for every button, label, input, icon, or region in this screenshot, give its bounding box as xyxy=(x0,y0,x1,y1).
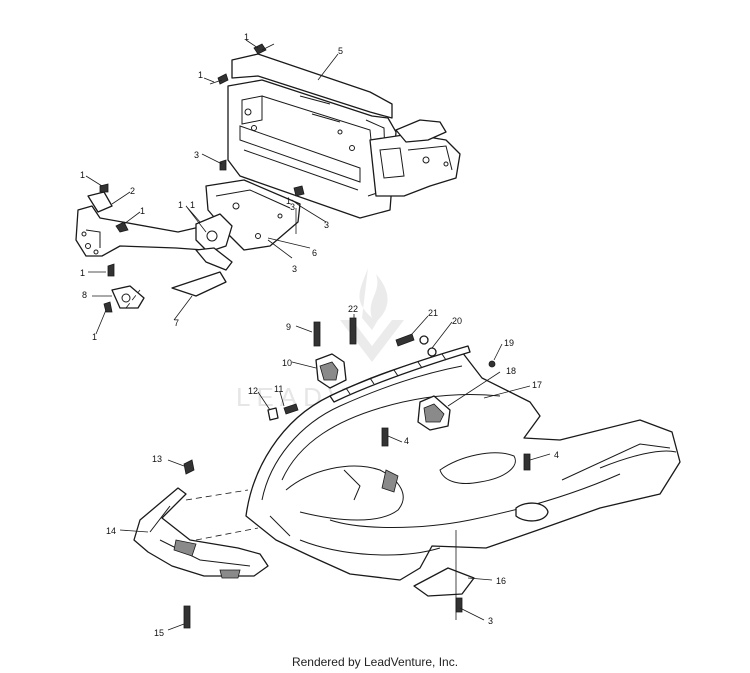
callout-label: 2 xyxy=(130,186,135,196)
callout-label: 10 xyxy=(282,358,292,368)
callout-label: 1 xyxy=(80,268,85,278)
bracket-18 xyxy=(417,395,451,431)
fasteners xyxy=(99,43,531,629)
support-bracket xyxy=(75,191,233,309)
bracket-10 xyxy=(315,353,347,389)
callout-label: 16 xyxy=(496,576,506,586)
callout-label: 1 xyxy=(198,70,203,80)
callout-label: 21 xyxy=(428,308,438,318)
callout-label: 15 xyxy=(154,628,164,638)
trim-strip xyxy=(329,345,471,403)
callout-label: 13 xyxy=(152,454,162,464)
callout-label: 20 xyxy=(452,316,462,326)
callout-label: 1 xyxy=(244,32,249,42)
callout-label: 3 xyxy=(292,264,297,274)
callout-label: 17 xyxy=(532,380,542,390)
footer-credit: Rendered by LeadVenture, Inc. xyxy=(291,655,459,669)
callout-label: 1 xyxy=(140,206,145,216)
skid-plate xyxy=(413,567,475,597)
front-bumper xyxy=(133,487,269,579)
frame-bulkhead xyxy=(227,53,461,219)
callout-labels: 1 1 1 1 1 1 1 1 1 2 3 3 3 3 3 4 4 5 6 7 … xyxy=(80,32,559,638)
callout-label: 4 xyxy=(404,436,409,446)
callout-label: 22 xyxy=(348,304,358,314)
callout-label: 8 xyxy=(82,290,87,300)
callout-label: 6 xyxy=(312,248,317,258)
leader-lines xyxy=(85,39,551,631)
callout-label: 1 xyxy=(80,170,85,180)
callout-label: 3 xyxy=(324,220,329,230)
callout-label: 7 xyxy=(174,318,179,328)
callout-label: 4 xyxy=(554,450,559,460)
callout-label: 1 xyxy=(286,196,291,206)
callout-label: 19 xyxy=(504,338,514,348)
callout-label: 12 xyxy=(248,386,258,396)
callout-label: 5 xyxy=(338,46,343,56)
callout-label: 1 xyxy=(92,332,97,342)
callout-label: 11 xyxy=(274,384,283,394)
callout-label: 9 xyxy=(286,322,291,332)
callout-label: 1 xyxy=(178,200,183,210)
callout-label: 3 xyxy=(290,202,295,212)
watermark-logo xyxy=(340,268,404,362)
callout-label: 3 xyxy=(194,150,199,160)
callout-label: 3 xyxy=(488,616,493,626)
callout-label: 18 xyxy=(506,366,516,376)
callout-label: 1 xyxy=(190,200,195,210)
callout-label: 14 xyxy=(106,526,116,536)
